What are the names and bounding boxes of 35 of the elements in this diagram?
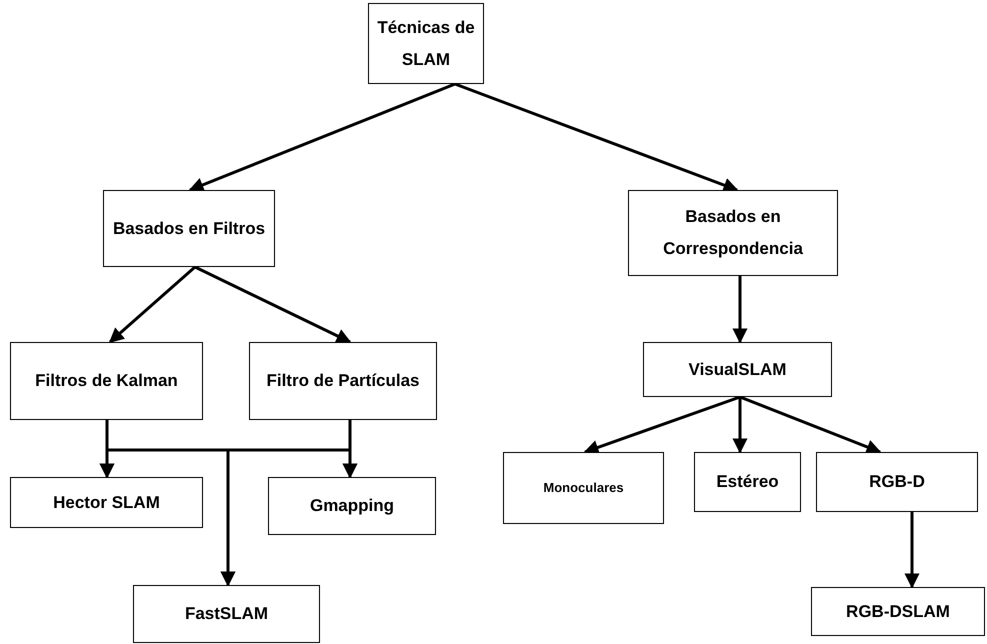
arrow bbox=[454, 82, 738, 192]
node-label: Monoculares bbox=[543, 479, 624, 497]
node-label: VisualSLAM bbox=[688, 358, 786, 380]
arrow bbox=[194, 266, 352, 344]
node-label: FastSLAM bbox=[184, 603, 268, 625]
category-box bbox=[268, 477, 436, 535]
arrow bbox=[108, 266, 196, 344]
node-label: RGB-DSLAM bbox=[846, 600, 950, 622]
node-label: Técnicas de SLAM bbox=[376, 16, 476, 70]
category-box bbox=[816, 452, 978, 512]
arrow bbox=[739, 396, 882, 454]
category-box bbox=[503, 452, 664, 524]
node-label: RGB-D bbox=[869, 471, 925, 493]
arrow bbox=[732, 397, 748, 454]
category-box bbox=[249, 342, 437, 420]
node-label: Estéreo bbox=[716, 471, 779, 493]
arrow bbox=[584, 396, 740, 455]
arrow bbox=[904, 512, 920, 588]
node-label: Gmapping bbox=[310, 495, 394, 517]
category-box bbox=[368, 3, 484, 84]
arrow bbox=[188, 82, 456, 192]
node-label: Filtros de Kalman bbox=[35, 370, 178, 392]
category-box bbox=[628, 190, 838, 276]
node-label: Basados en Correspondencia bbox=[662, 206, 804, 260]
category-box bbox=[133, 585, 320, 643]
node-label: Filtro de Partículas bbox=[266, 370, 420, 392]
category-box bbox=[694, 452, 801, 512]
category-box bbox=[643, 342, 832, 397]
category-box bbox=[103, 190, 275, 267]
node-label: Basados en Filtros bbox=[112, 218, 266, 240]
node-label: Hector SLAM bbox=[53, 492, 160, 514]
category-box bbox=[10, 342, 203, 420]
arrow bbox=[732, 276, 748, 344]
category-box bbox=[10, 477, 203, 528]
category-box bbox=[811, 587, 985, 636]
